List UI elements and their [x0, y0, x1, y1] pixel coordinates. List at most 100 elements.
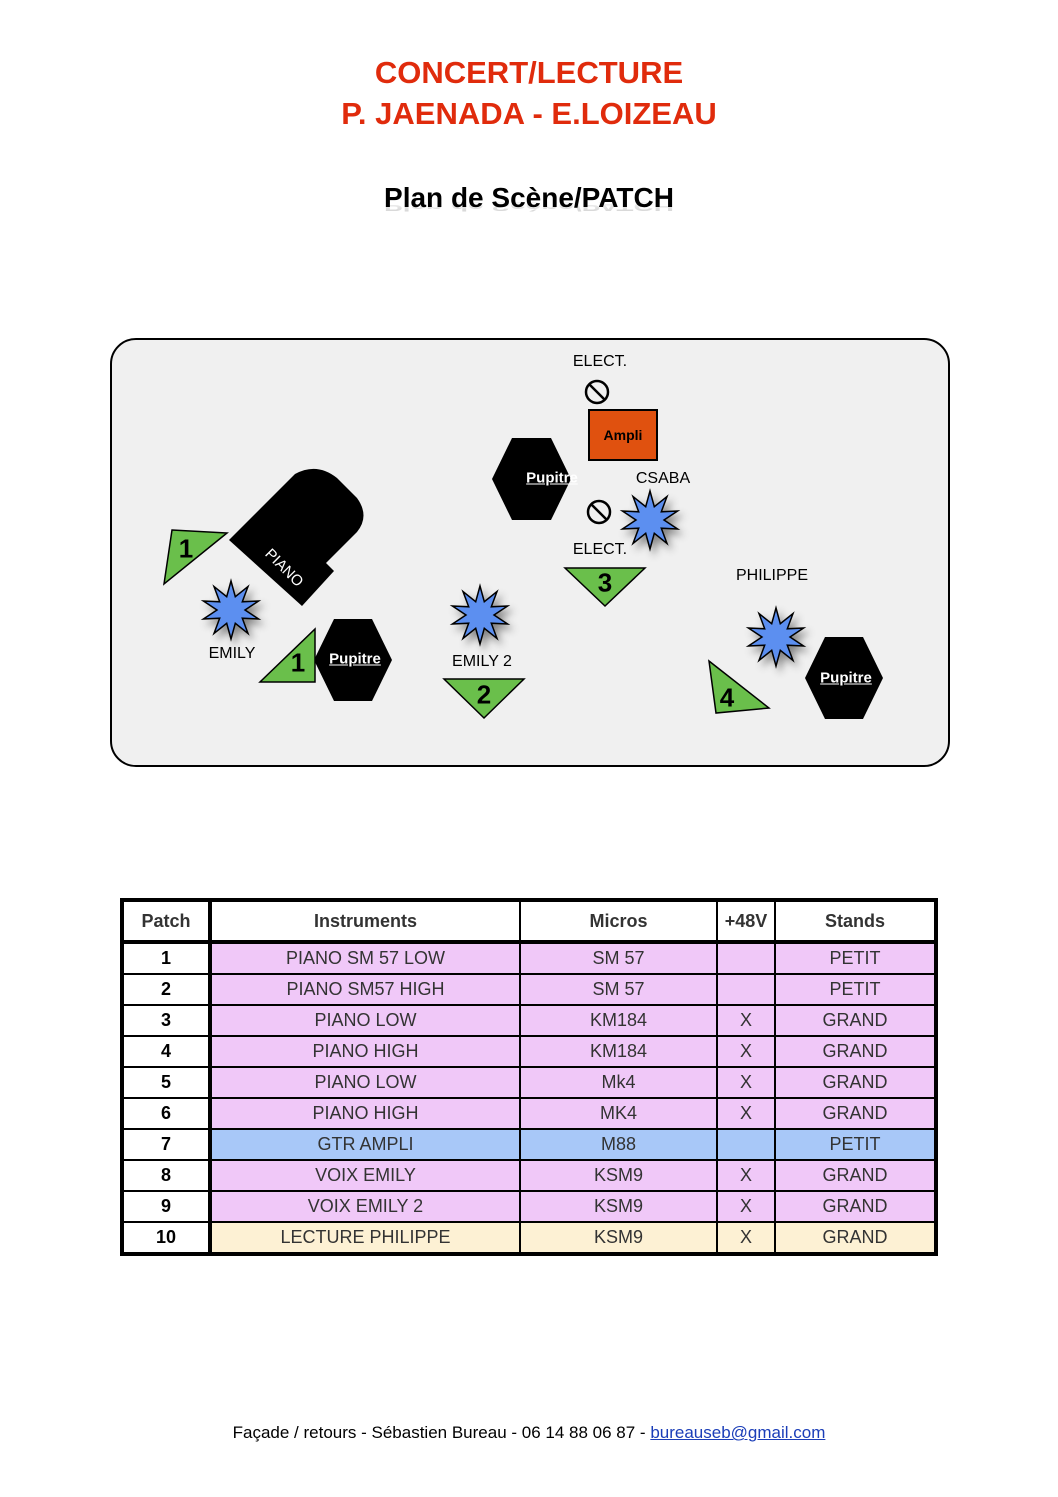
header-stands: Stands [774, 899, 937, 944]
cell-instrument: PIANO SM57 HIGH [209, 973, 521, 1006]
cell-phantom: X [716, 1097, 776, 1130]
monitor-wedge-2 [442, 678, 526, 720]
mic-star-csaba [619, 488, 681, 552]
cell-instrument: PIANO SM 57 LOW [209, 941, 521, 975]
mic-star-emily [200, 578, 262, 642]
cell-phantom [716, 1128, 776, 1161]
cell-patch: 5 [121, 1066, 212, 1099]
cell-instrument: PIANO LOW [209, 1066, 521, 1099]
pupitre-label-right: Pupitre [820, 669, 872, 687]
cell-instrument: VOIX EMILY [209, 1159, 521, 1192]
pupitre-hex-right [805, 637, 883, 719]
pupitre-label-left: Pupitre [329, 650, 381, 668]
ampli-box [588, 409, 658, 461]
cell-stand: GRAND [774, 1097, 937, 1130]
cell-patch: 8 [121, 1159, 212, 1192]
cell-instrument: PIANO LOW [209, 1004, 521, 1037]
cell-stand: GRAND [774, 1190, 937, 1223]
elect-icon-top [584, 379, 610, 405]
elect-icon-mid [586, 499, 612, 525]
cell-instrument: VOIX EMILY 2 [209, 1190, 521, 1223]
cell-patch: 1 [121, 941, 212, 975]
monitor-number-2: 2 [476, 679, 492, 710]
cell-micro: KSM9 [519, 1159, 718, 1192]
cell-stand: GRAND [774, 1221, 937, 1255]
philippe-label: PHILIPPE [735, 567, 809, 584]
cell-stand: PETIT [774, 1128, 937, 1161]
header-patch: Patch [121, 899, 212, 944]
mic-star-emily2 [449, 583, 511, 647]
cell-micro: MK4 [519, 1097, 718, 1130]
header-48v: +48V [716, 899, 776, 944]
elect-label-mid: ELECT. [572, 541, 628, 558]
emily-label: EMILY [208, 645, 256, 662]
pupitre-hex-left [314, 619, 392, 701]
title-line-2: P. JAENADA - E.LOIZEAU [341, 96, 717, 131]
cell-stand: GRAND [774, 1159, 937, 1192]
subtitle-reflection: Plan de Scène/PATCH [384, 199, 674, 213]
footer: Façade / retours - Sébastien Bureau - 06… [0, 1423, 1058, 1443]
page-subtitle: Plan de Scène/PATCH [384, 182, 674, 213]
cell-instrument: PIANO HIGH [209, 1035, 521, 1068]
cell-micro: M88 [519, 1128, 718, 1161]
cell-micro: KSM9 [519, 1190, 718, 1223]
monitor-number-1b: 1 [290, 647, 306, 678]
footer-email-link[interactable]: bureauseb@gmail.com [650, 1423, 826, 1442]
cell-phantom [716, 941, 776, 975]
cell-micro: SM 57 [519, 973, 718, 1006]
cell-phantom: X [716, 1190, 776, 1223]
cell-phantom: X [716, 1066, 776, 1099]
pupitre-hex-center [492, 438, 571, 520]
cell-patch: 9 [121, 1190, 212, 1223]
header-micros: Micros [519, 899, 718, 944]
cell-patch: 2 [121, 973, 212, 1006]
cell-phantom [716, 973, 776, 1006]
cell-stand: GRAND [774, 1066, 937, 1099]
monitor-number-4: 4 [719, 682, 735, 713]
cell-micro: KM184 [519, 1035, 718, 1068]
mic-star-philippe [745, 605, 807, 669]
csaba-label: CSABA [635, 470, 691, 487]
cell-stand: PETIT [774, 941, 937, 975]
cell-micro: Mk4 [519, 1066, 718, 1099]
monitor-number-1a: 1 [178, 533, 194, 564]
monitor-wedge-1b [258, 627, 316, 683]
cell-micro: KSM9 [519, 1221, 718, 1255]
cell-stand: PETIT [774, 973, 937, 1006]
mic-stars [200, 488, 807, 669]
footer-contact: Façade / retours - Sébastien Bureau - 06… [232, 1423, 651, 1442]
cell-stand: GRAND [774, 1035, 937, 1068]
cell-phantom: X [716, 1159, 776, 1192]
cell-patch: 4 [121, 1035, 212, 1068]
cell-micro: KM184 [519, 1004, 718, 1037]
stage-plan: ELECT. ELECT. Ampli CSABA PHILIPPE EMILY… [110, 338, 950, 767]
cell-instrument: GTR AMPLI [209, 1128, 521, 1161]
cell-patch: 3 [121, 1004, 212, 1037]
monitor-wedge-1a [162, 529, 229, 586]
emily2-label: EMILY 2 [452, 653, 512, 670]
stage-drawing [162, 379, 883, 720]
pupitre-label-center: Pupitre [526, 469, 578, 487]
patch-header-row: Patch Instruments Micros +48V Stands [121, 899, 937, 944]
cell-instrument: LECTURE PHILIPPE [209, 1221, 521, 1255]
cell-phantom: X [716, 1221, 776, 1255]
cell-micro: SM 57 [519, 941, 718, 975]
ampli-label: Ampli [603, 427, 643, 443]
monitor-wedge-3 [563, 567, 647, 608]
cell-patch: 10 [121, 1221, 212, 1255]
monitor-wedge-4 [708, 659, 771, 714]
header-instruments: Instruments [209, 899, 521, 944]
cell-phantom: X [716, 1004, 776, 1037]
piano-shape [229, 468, 364, 606]
